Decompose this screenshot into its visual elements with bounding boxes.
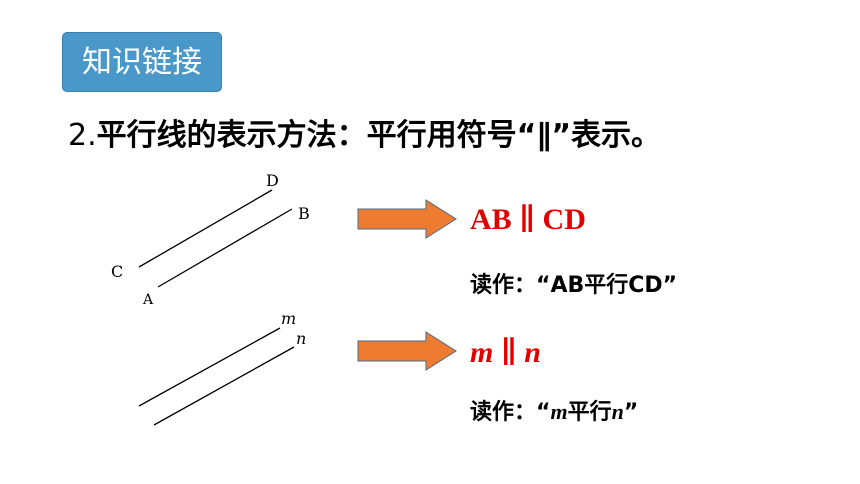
label-a: A — [143, 292, 154, 308]
label-c: C — [111, 262, 124, 281]
line-cd — [138, 189, 273, 268]
reading-prefix: 读作： — [470, 400, 537, 425]
label-d: D — [266, 171, 279, 190]
reading-prefix: 读作： — [470, 273, 537, 298]
notation-n: n — [524, 336, 541, 369]
arrow-right-icon — [357, 199, 457, 239]
label-m: m — [281, 309, 297, 328]
heading-text: 平行线的表示方法：平行用符号“∥”表示。 — [96, 118, 662, 153]
reading-ab-parallel-cd: 读作：“AB平行CD” — [470, 267, 677, 299]
reading-m-parallel-n: 读作：“m平行n” — [470, 394, 638, 426]
reading-text: “AB平行CD” — [536, 273, 678, 298]
notation-ab-parallel-cd: AB ∥ CD — [470, 203, 586, 236]
parallel-symbol: ∥ — [500, 336, 517, 369]
reading-n: n — [611, 399, 624, 424]
line-ab — [157, 208, 293, 288]
notation-m: m — [470, 336, 494, 369]
line-n — [153, 346, 295, 426]
label-b: B — [298, 204, 310, 223]
reading-close-quote: ” — [623, 400, 639, 425]
section-badge-label: 知识链接 — [82, 45, 202, 80]
line-m — [138, 327, 281, 407]
page-heading: 2.平行线的表示方法：平行用符号“∥”表示。 — [68, 110, 661, 154]
reading-m: m — [550, 399, 568, 424]
section-badge: 知识链接 — [62, 32, 222, 92]
label-n: n — [296, 329, 307, 348]
reading-open-quote: “ — [536, 400, 551, 425]
heading-number: 2. — [68, 118, 97, 153]
arrow-right-icon — [357, 331, 457, 371]
notation-m-parallel-n: m ∥ n — [470, 335, 541, 370]
reading-mid: 平行 — [567, 400, 612, 425]
